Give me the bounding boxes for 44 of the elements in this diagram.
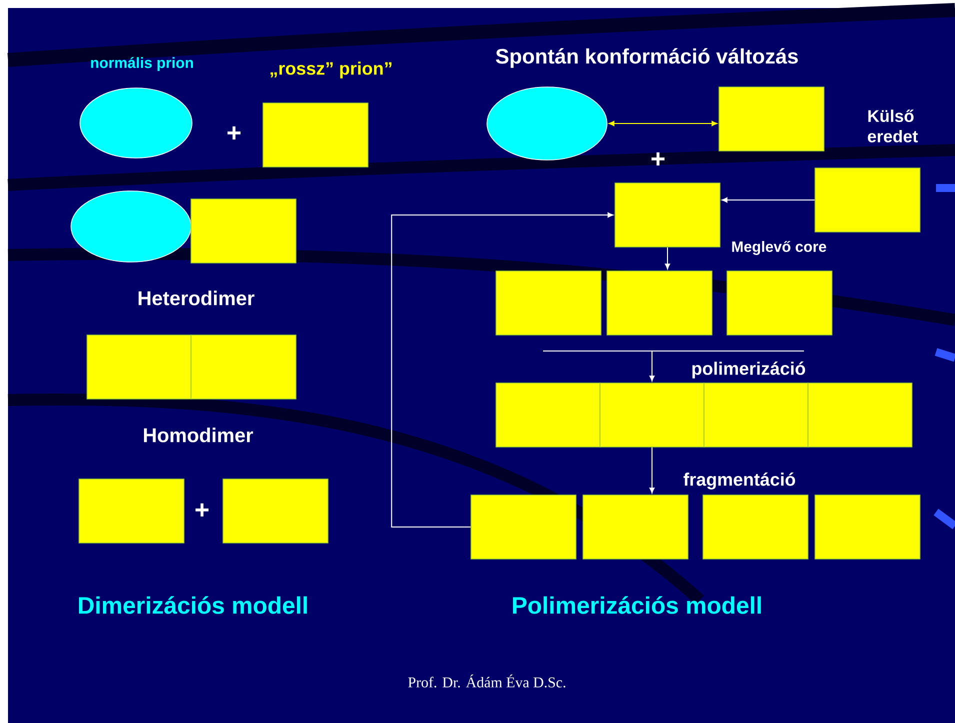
edge-label: polimerizáció [692, 362, 806, 378]
prion-box [606, 270, 712, 336]
arrow [542, 350, 804, 382]
prion-box [808, 382, 912, 448]
prion-ellipse [486, 86, 608, 160]
heading-text: Spontán konformáció változás [496, 48, 798, 68]
prion-box [190, 198, 296, 264]
prion-box [718, 86, 824, 152]
prion-ellipse [80, 88, 192, 158]
plus-sign: + [652, 152, 665, 166]
beside-label: Meglevő core [732, 241, 826, 255]
plus-sign: + [228, 126, 241, 140]
prion-ellipse [70, 190, 192, 262]
prion-box [702, 494, 808, 560]
arrow [722, 197, 816, 203]
prion-box [600, 382, 704, 448]
arrow [391, 212, 614, 528]
plus-sign: + [196, 503, 209, 517]
prion-box [582, 494, 688, 560]
beside-label: „rossz” prion” [270, 62, 392, 78]
prion-box [704, 382, 808, 448]
prion-box [222, 478, 328, 544]
prion-box [496, 270, 602, 336]
beside-label: Külső eredet [868, 110, 918, 142]
prion-box [86, 334, 192, 400]
arrow [608, 120, 718, 126]
beside-label: normális prion [91, 56, 193, 72]
prion-box [614, 182, 720, 248]
caption-text: Heterodimer [138, 290, 254, 306]
prion-box [726, 270, 832, 336]
model-title: Dimerizációs modell [79, 596, 307, 614]
prion-box [814, 168, 920, 232]
prion-box [814, 494, 920, 560]
edge-label: fragmentáció [684, 472, 796, 490]
prion-box [190, 334, 296, 400]
prion-box [470, 494, 576, 560]
prion-box [78, 478, 184, 544]
prion-box [262, 102, 368, 168]
model-title: Polimerizációs modell [513, 596, 761, 614]
caption-text: Homodimer [144, 428, 254, 442]
arrow [649, 446, 655, 494]
arrow [664, 246, 670, 270]
footer-text: Prof. Dr. Ádám Éva D.Sc. [408, 674, 566, 688]
prion-box [496, 382, 600, 448]
